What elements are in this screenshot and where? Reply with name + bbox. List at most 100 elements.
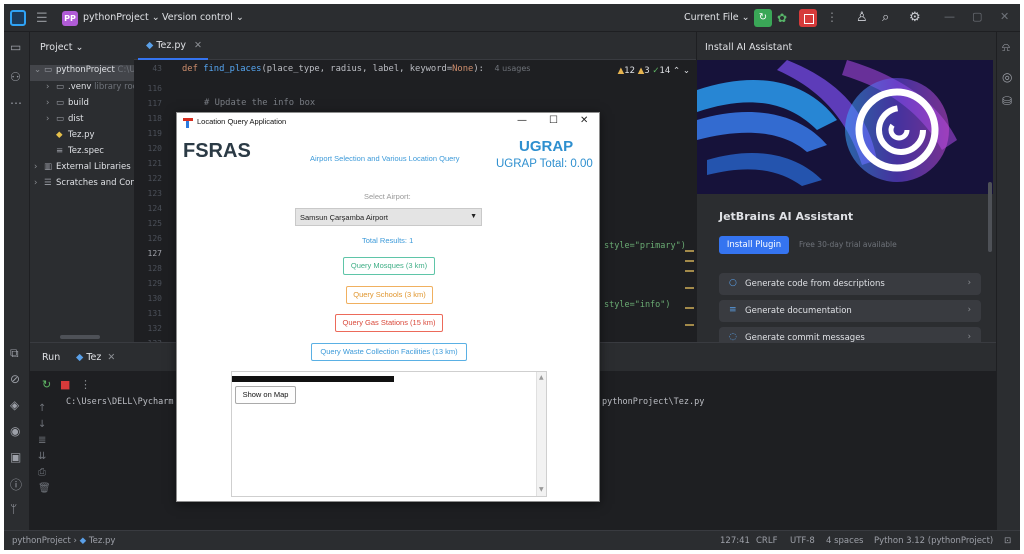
tree-item-tez-spec[interactable]: ≡Tez.spec <box>30 146 134 162</box>
scroll-marker[interactable] <box>685 324 694 326</box>
inspection-widget[interactable]: ▲12 ▲3 ✓14 ⌃ ⌄ <box>618 66 690 76</box>
results-scrollbar[interactable]: ▲ ▼ <box>536 372 546 496</box>
more-icon[interactable]: ⋮ <box>80 378 91 391</box>
layers-icon[interactable]: ◈ <box>10 398 20 412</box>
query-schools-button[interactable]: Query Schools (3 km) <box>346 286 433 304</box>
python-packages-icon[interactable]: ⧉ <box>10 346 19 360</box>
show-on-map-button[interactable]: Show on Map <box>235 386 296 404</box>
arrow-up-icon[interactable]: ↑ <box>38 403 47 414</box>
settings-gear-icon[interactable]: ⚙ <box>909 10 921 25</box>
indent-setting[interactable]: 4 spaces <box>826 536 864 546</box>
soft-wrap-icon[interactable]: ≣ <box>38 435 47 446</box>
terminal-icon[interactable]: ▣ <box>10 450 22 464</box>
version-control-menu[interactable]: Version control ⌄ <box>162 12 244 23</box>
chevron-right-icon[interactable]: › <box>46 82 50 92</box>
vertical-scrollbar[interactable] <box>988 182 992 252</box>
notifications-bell-icon[interactable]: ⍾ <box>1002 40 1010 54</box>
tree-item-build[interactable]: ›▭build <box>30 98 134 114</box>
arrow-down-icon[interactable]: ↓ <box>38 419 47 430</box>
debug-icon[interactable]: ✿ <box>777 11 788 25</box>
project-tool-icon[interactable]: ▭ <box>10 40 22 54</box>
maximize-icon[interactable]: ☐ <box>549 115 558 126</box>
print-icon[interactable]: ⎙ <box>38 467 46 478</box>
results-box[interactable]: Show on Map ▲ ▼ <box>231 371 547 497</box>
tree-item-scratches[interactable]: ›☰Scratches and Consoles <box>30 178 134 194</box>
console-line-right[interactable]: pythonProject\Tez.py <box>602 397 705 407</box>
more-actions-icon[interactable]: ⋮ <box>826 10 838 24</box>
chevron-right-icon[interactable]: › <box>46 98 50 108</box>
chevron-right-icon[interactable]: › <box>34 178 38 188</box>
search-icon[interactable]: ⌕ <box>882 10 890 25</box>
scroll-up-icon[interactable]: ▲ <box>539 374 544 381</box>
interpreter-selector[interactable]: Python 3.12 (pythonProject) <box>874 536 994 546</box>
scroll-marker[interactable] <box>685 260 694 262</box>
main-menu-icon[interactable]: ☰ <box>36 11 48 26</box>
chevron-right-icon[interactable]: › <box>34 162 38 172</box>
breadcrumb-file[interactable]: Tez.py <box>88 536 116 546</box>
scroll-marker[interactable] <box>685 307 694 309</box>
code-snippet-info[interactable]: style="info") <box>604 300 671 310</box>
ai-feature-commit-messages[interactable]: ◌Generate commit messages› <box>719 327 981 342</box>
tree-item-venv[interactable]: ›▭.venv library root <box>30 82 134 98</box>
run-tab-tez[interactable]: ◆ Tez✕ <box>76 352 115 363</box>
close-tab-icon[interactable]: ✕ <box>107 352 116 363</box>
close-icon[interactable]: ✕ <box>1000 10 1010 23</box>
code-with-me-icon[interactable]: ♙ <box>856 10 868 25</box>
more-tools-icon[interactable]: ⋯ <box>10 96 22 110</box>
caret-position[interactable]: 127:41 <box>720 536 750 546</box>
stop-icon[interactable]: ■ <box>60 378 71 391</box>
ai-assistant-icon[interactable]: ◎ <box>1002 70 1013 84</box>
trash-icon[interactable]: 🗑 <box>38 483 51 494</box>
structure-tool-icon[interactable]: ⚇ <box>10 70 21 84</box>
ai-feature-documentation[interactable]: ≡Generate documentation› <box>719 300 981 322</box>
install-plugin-button[interactable]: Install Plugin <box>719 236 789 254</box>
breadcrumb[interactable]: pythonProject › ◆ Tez.py <box>12 536 116 546</box>
code-snippet-primary[interactable]: style="primary") <box>604 241 686 251</box>
query-waste-facilities-button[interactable]: Query Waste Collection Facilities (13 km… <box>311 343 467 361</box>
query-mosques-button[interactable]: Query Mosques (3 km) <box>343 257 435 275</box>
line-separator[interactable]: CRLF <box>756 536 778 546</box>
tree-item-tez-py[interactable]: ◆Tez.py <box>30 130 134 146</box>
console-line-left[interactable]: C:\Users\DELL\Pycharm <box>66 397 174 407</box>
scroll-to-end-icon[interactable]: ⇊ <box>38 451 47 462</box>
rerun-button[interactable]: ↻ <box>754 9 772 27</box>
tree-item-dist[interactable]: ›▭dist <box>30 114 134 130</box>
chevron-right-icon[interactable]: › <box>46 114 50 124</box>
database-icon[interactable]: ⛁ <box>1002 94 1013 108</box>
problems-icon[interactable]: ⓘ <box>10 478 23 492</box>
rerun-icon[interactable]: ↻ <box>42 378 52 391</box>
project-panel-header[interactable]: Project ⌄ <box>40 42 84 53</box>
tree-item-project-root[interactable]: ⌄▭pythonProject C:\Users\ <box>30 65 134 81</box>
code-line-def[interactable]: def find_places(place_type, radius, labe… <box>182 64 530 74</box>
query-gas-stations-button[interactable]: Query Gas Stations (15 km) <box>335 314 443 332</box>
scroll-marker[interactable] <box>685 287 694 289</box>
breadcrumb-project[interactable]: pythonProject <box>12 536 71 546</box>
minimize-icon[interactable]: — <box>944 10 955 23</box>
scroll-marker[interactable] <box>685 270 694 272</box>
airport-combobox[interactable]: Samsun Çarşamba Airport▼ <box>295 208 482 226</box>
dialog-title-bar[interactable]: Location Query Application — ☐ ✕ <box>177 113 599 133</box>
usages-hint[interactable]: 4 usages <box>494 64 531 73</box>
git-icon[interactable]: ᛘ <box>10 502 18 516</box>
ai-feature-code-generation[interactable]: ○Generate code from descriptions› <box>719 273 981 295</box>
dropdown-arrow-icon[interactable]: ▼ <box>470 213 477 220</box>
close-icon[interactable]: ✕ <box>580 115 589 126</box>
file-encoding[interactable]: UTF-8 <box>790 536 815 546</box>
run-tool-icon[interactable]: ⊘ <box>10 372 21 386</box>
chevron-down-icon[interactable]: ⌄ <box>34 65 42 75</box>
pycharm-logo-icon[interactable] <box>10 10 26 26</box>
tree-item-external-libraries[interactable]: ›▥External Libraries <box>30 162 134 178</box>
lock-icon[interactable]: ⊡ <box>1004 536 1012 546</box>
stop-button[interactable] <box>799 9 817 27</box>
tab-tez-py[interactable]: ◆ Tez.py✕ <box>138 32 208 60</box>
close-tab-icon[interactable]: ✕ <box>194 40 203 51</box>
maximize-icon[interactable]: ▢ <box>972 10 983 23</box>
scroll-down-icon[interactable]: ▼ <box>539 486 544 493</box>
project-badge[interactable]: PP <box>62 11 78 26</box>
minimize-icon[interactable]: — <box>517 115 527 126</box>
run-config-selector[interactable]: Current File ⌄ <box>684 12 750 23</box>
code-comment[interactable]: # Update the info box <box>204 98 316 108</box>
services-icon[interactable]: ◉ <box>10 424 21 438</box>
scroll-marker[interactable] <box>685 250 694 252</box>
project-switcher[interactable]: pythonProject ⌄ <box>83 12 160 23</box>
